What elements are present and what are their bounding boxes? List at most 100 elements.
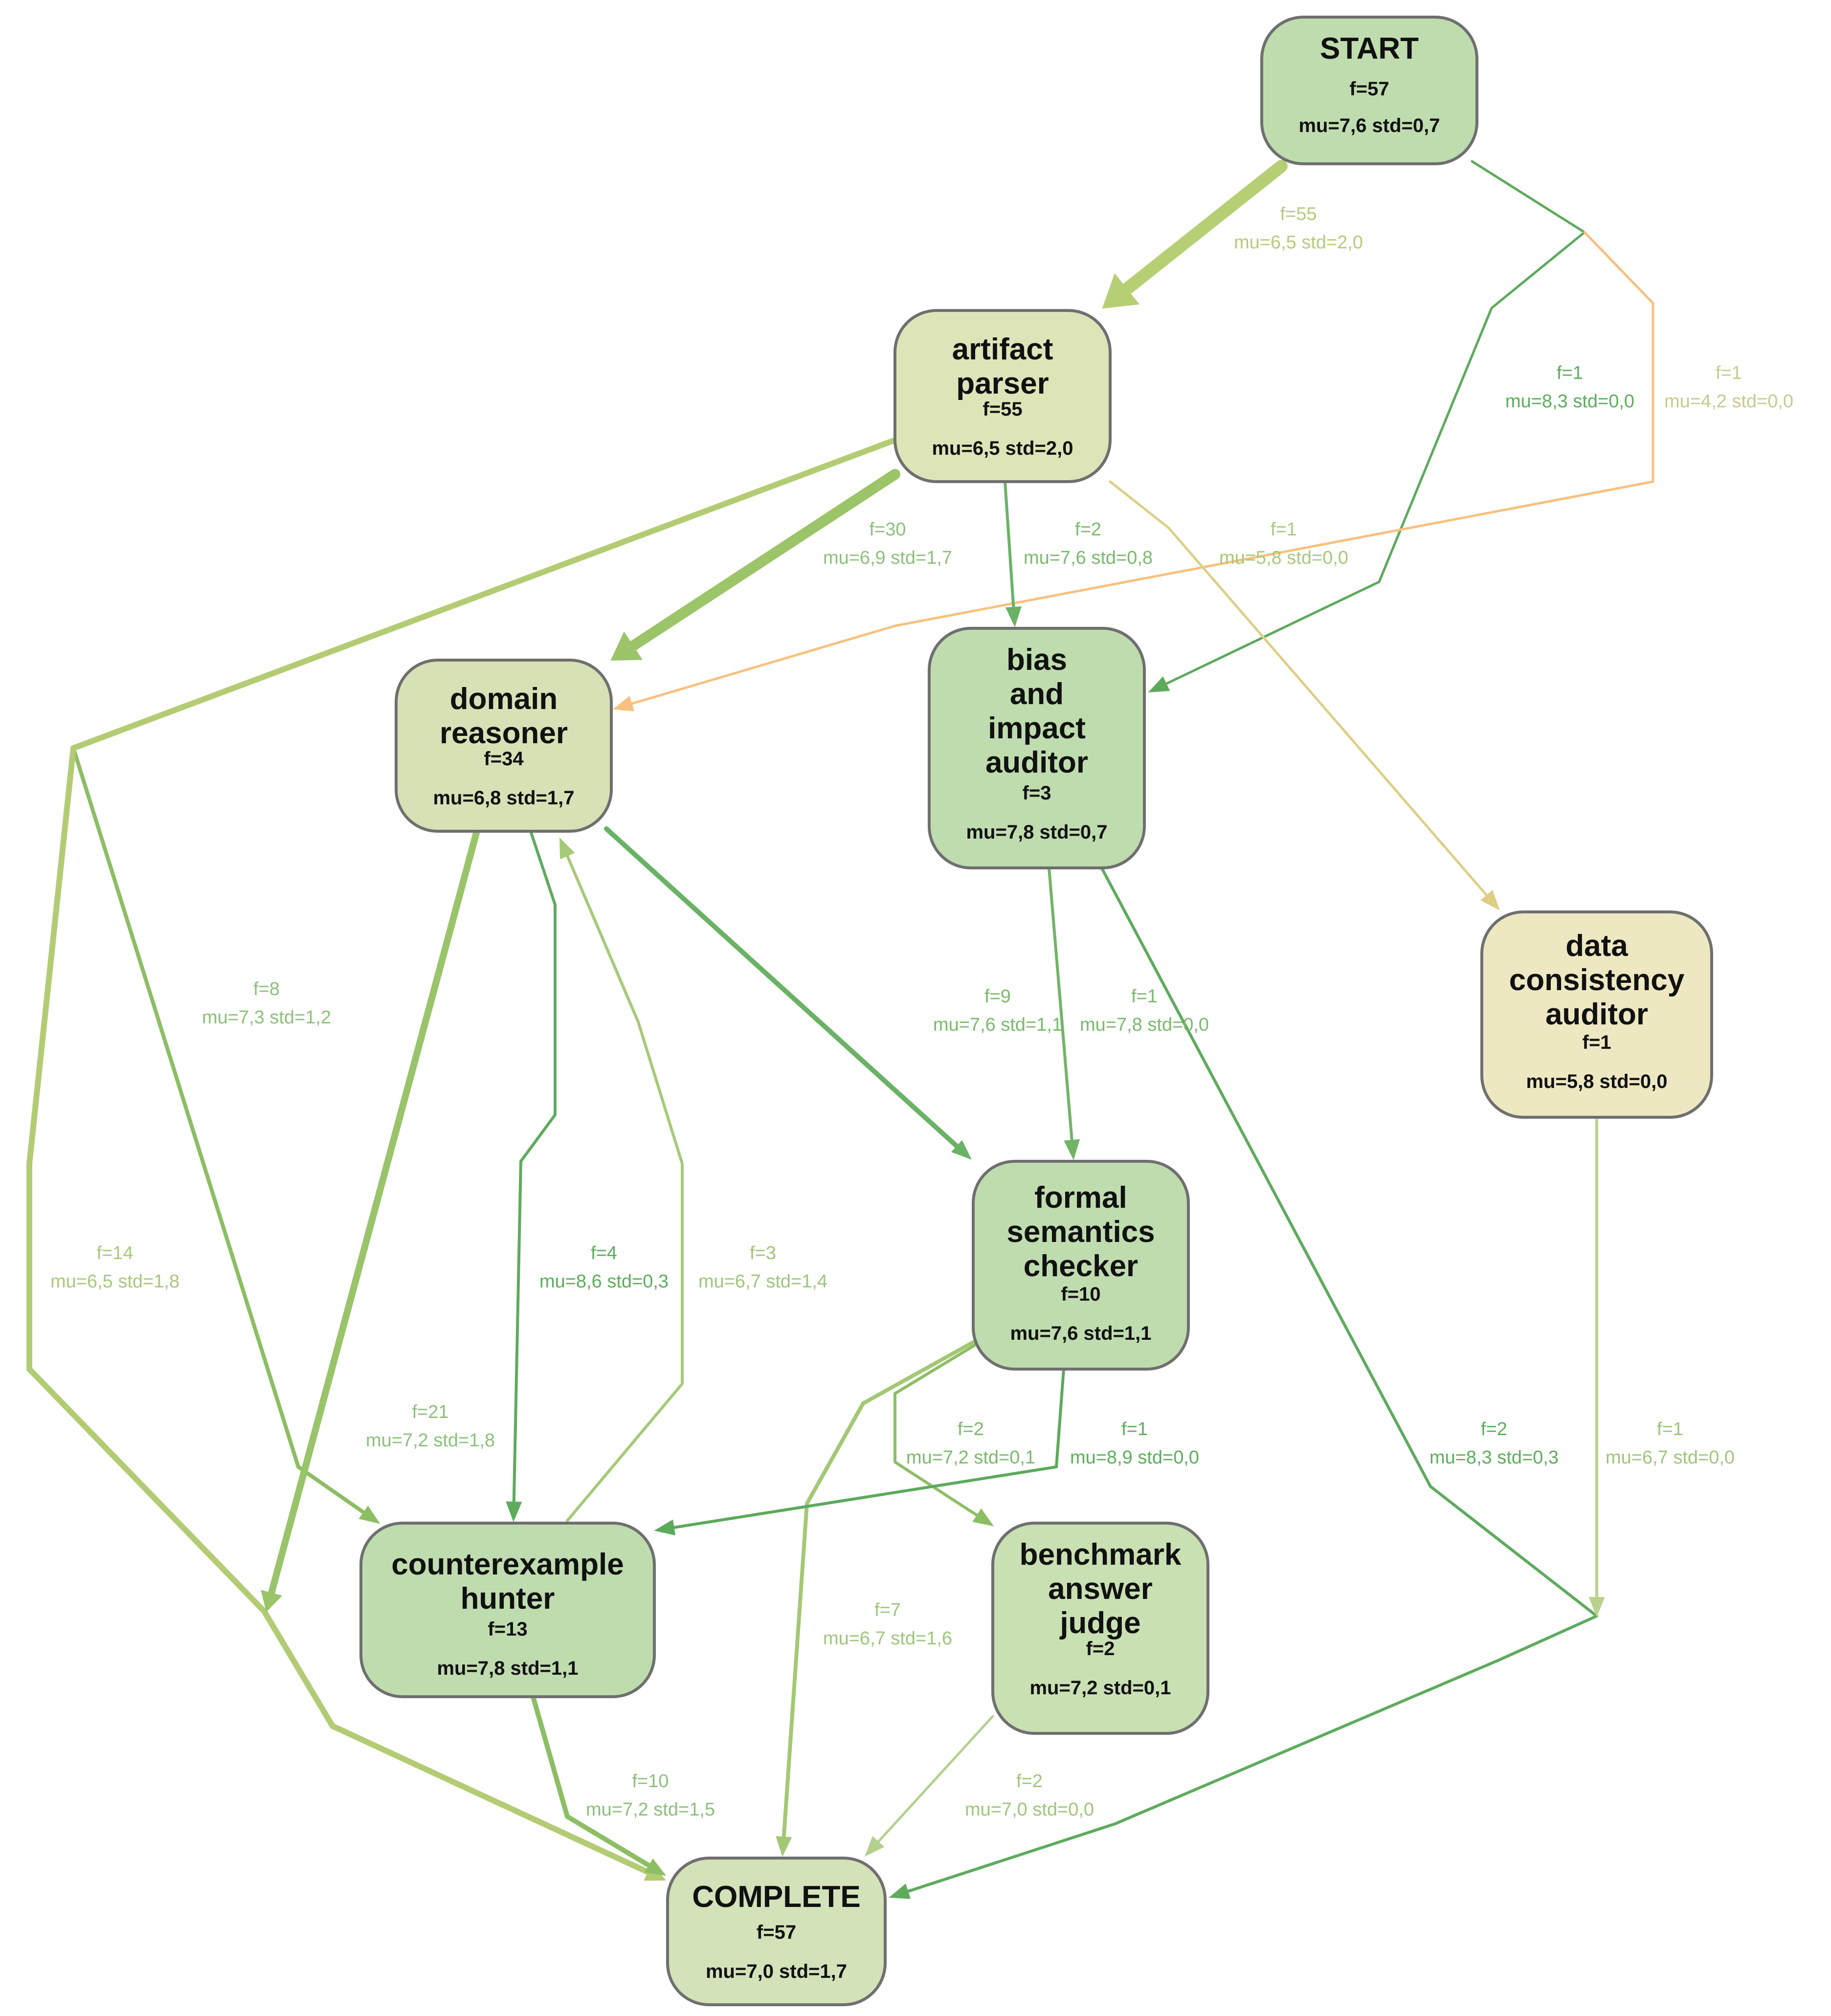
edge-artifact-parser-to-data-consistency-auditor <box>1109 480 1500 911</box>
node-frequency: f=2 <box>1086 1638 1115 1660</box>
edge-label-bias-impact-auditor-to-complete: f=2mu=8,3 std=0,3 <box>1429 1419 1559 1468</box>
edge-stats-label: mu=4,2 std=0,0 <box>1664 391 1793 412</box>
edge-label-artifact-parser-to-data-consistency-auditor: f=1mu=5,8 std=0,0 <box>1219 519 1348 568</box>
node-frequency: f=1 <box>1583 1032 1611 1053</box>
edge-formal-semantics-checker-to-counterexample-hunter <box>654 1368 1065 1536</box>
node-title-line: bias <box>1006 643 1067 677</box>
edge-arrowhead <box>1148 676 1170 693</box>
edge-freq-label: f=1 <box>1131 986 1158 1007</box>
node-title-line: formal <box>1034 1181 1127 1215</box>
edge-stats-label: mu=6,5 std=1,8 <box>50 1271 179 1292</box>
edge-arrowhead <box>261 1590 283 1612</box>
edge-label-counterexample-hunter-to-domain-reasoner: f=3mu=6,7 std=1,4 <box>698 1243 827 1292</box>
edge-formal-semantics-checker-to-complete <box>776 1340 975 1857</box>
node-frequency: f=3 <box>1023 782 1051 804</box>
node-box[interactable] <box>1480 910 1713 1119</box>
edges-layer <box>26 160 1654 1899</box>
edge-domain-reasoner-to-complete <box>261 828 480 1612</box>
node-box[interactable] <box>395 659 613 833</box>
edge-line <box>627 469 900 652</box>
edge-start-to-artifact-parser <box>1102 160 1288 309</box>
edge-arrowhead <box>1588 1597 1605 1617</box>
edge-line <box>26 437 898 1876</box>
edge-label-formal-semantics-checker-to-complete: f=7mu=6,7 std=1,6 <box>823 1600 952 1649</box>
node-title-line: COMPLETE <box>692 1880 860 1914</box>
edge-freq-label: f=3 <box>750 1243 776 1263</box>
node-title-line: reasoner <box>440 716 568 750</box>
node-box[interactable] <box>666 1857 887 2006</box>
edge-arrowhead <box>889 1883 911 1899</box>
node-frequency: f=57 <box>757 1922 796 1943</box>
node-box[interactable] <box>928 627 1146 869</box>
edge-freq-label: f=21 <box>412 1402 448 1422</box>
edge-line <box>512 830 557 1504</box>
node-stats: mu=7,2 std=0,1 <box>1029 1677 1171 1699</box>
edge-stats-label: mu=6,9 std=1,7 <box>823 548 952 568</box>
node-frequency: f=34 <box>484 748 524 770</box>
edge-line <box>1109 480 1488 897</box>
node-box[interactable] <box>991 1522 1209 1735</box>
node-stats: mu=7,8 std=1,1 <box>437 1658 578 1679</box>
node-title-line: benchmark <box>1020 1538 1182 1572</box>
edge-stats-label: mu=7,6 std=0,8 <box>1024 548 1153 568</box>
edge-bias-impact-auditor-to-complete <box>889 864 1598 1899</box>
node-frequency: f=57 <box>1349 78 1389 100</box>
edge-counterexample-hunter-to-complete <box>531 1694 667 1876</box>
edge-formal-semantics-checker-to-benchmark-answer-judge <box>893 1343 994 1527</box>
edge-line <box>531 1694 652 1868</box>
edge-label-data-consistency-auditor-to-complete: f=1mu=6,7 std=0,0 <box>1606 1419 1735 1468</box>
edge-arrowhead <box>951 1140 972 1160</box>
node-box[interactable] <box>972 1160 1190 1371</box>
edge-stats-label: mu=6,5 std=2,0 <box>1234 232 1363 253</box>
edge-start-to-domain-reasoner <box>612 231 1654 711</box>
edge-freq-label: f=2 <box>1481 1419 1507 1440</box>
edge-domain-reasoner-to-formal-semantics-checker <box>604 826 972 1160</box>
edge-stats-label: mu=7,0 std=0,0 <box>965 1799 1094 1820</box>
edge-line <box>1004 480 1015 609</box>
edge-stats-label: mu=8,6 std=0,3 <box>539 1271 669 1292</box>
edge-label-start-to-domain-reasoner: f=1mu=4,2 std=0,0 <box>1664 363 1793 412</box>
edge-freq-label: f=10 <box>632 1771 669 1792</box>
edge-freq-label: f=1 <box>1657 1419 1683 1440</box>
edge-label-start-to-bias-impact-auditor: f=1 mu=8,3 std=0,0 <box>1505 363 1634 412</box>
edge-stats-label: mu=5,8 std=0,0 <box>1219 548 1348 568</box>
edge-freq-label: f=55 <box>1280 204 1317 224</box>
edge-freq-label: f=1 <box>1557 363 1583 383</box>
edge-stats-label: mu=7,2 std=1,5 <box>586 1799 715 1820</box>
edge-freq-label: f=2 <box>1075 519 1101 540</box>
node-frequency: f=55 <box>982 399 1022 420</box>
edge-label-artifact-parser-to-complete: f=14 mu=6,5 std=1,8 <box>50 1243 179 1292</box>
edge-arrowhead <box>776 1836 792 1857</box>
node-title-line: semantics <box>1006 1215 1155 1249</box>
node-stats: mu=7,6 std=0,7 <box>1298 115 1440 136</box>
node-title-line: parser <box>956 367 1049 400</box>
node-frequency: f=13 <box>488 1618 527 1640</box>
edge-arrowhead <box>358 1506 380 1524</box>
edge-domain-reasoner-to-counterexample-hunter <box>506 830 557 1522</box>
edge-freq-label: f=14 <box>96 1243 133 1263</box>
node-box[interactable] <box>1260 16 1478 165</box>
edge-stats-label: mu=8,3 std=0,0 <box>1505 391 1634 412</box>
edge-line <box>1048 866 1073 1142</box>
edge-line <box>782 1340 975 1839</box>
node-stats: mu=5,8 std=0,0 <box>1526 1071 1667 1092</box>
edge-line <box>268 828 480 1597</box>
node-title-line: counterexample <box>391 1548 624 1581</box>
node-frequency: f=10 <box>1061 1284 1100 1305</box>
node-box[interactable] <box>893 309 1112 483</box>
node-stats: mu=6,8 std=1,7 <box>433 787 574 809</box>
node-box[interactable] <box>359 1522 656 1698</box>
